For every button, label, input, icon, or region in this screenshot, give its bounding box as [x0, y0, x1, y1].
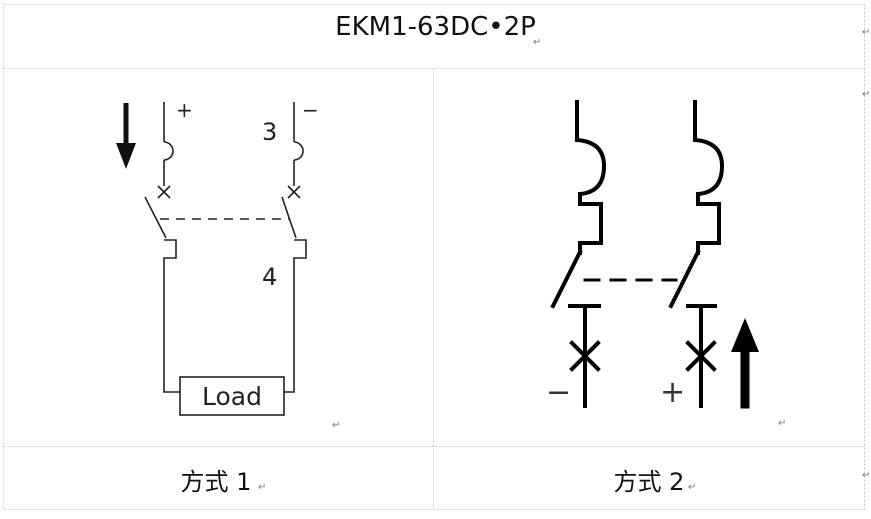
current-direction-arrow-up — [731, 318, 759, 409]
paragraph-marks: ↵ ↵ ↵ ↵ ↵ ↵ ↵ ↵ — [258, 27, 870, 493]
plus-label-1: + — [176, 98, 193, 122]
caption-method-2: 方式 2 — [613, 468, 685, 496]
switch-blade-left-2 — [550, 249, 583, 309]
load-label: Load — [202, 382, 262, 411]
paragraph-mark: ↵ — [862, 27, 870, 38]
terminal-label-bottom: 4 — [262, 263, 277, 291]
paragraph-mark: ↵ — [332, 420, 340, 431]
caption-method-1: 方式 1 — [180, 468, 252, 496]
paragraph-mark: ↵ — [778, 418, 786, 429]
method2-diagram — [550, 100, 759, 409]
paragraph-mark: ↵ — [862, 89, 870, 100]
switch-blade-right-2 — [668, 249, 701, 309]
left-pole — [144, 102, 180, 393]
paragraph-mark: ↵ — [533, 37, 541, 48]
right-pole-2 — [668, 100, 725, 408]
paragraph-mark: ↵ — [862, 470, 870, 481]
paragraph-mark: ↵ — [688, 482, 696, 493]
switch-blade-right — [281, 196, 297, 239]
method1-diagram — [116, 102, 307, 416]
switch-blade-left — [144, 196, 167, 239]
current-direction-arrow-down — [116, 103, 136, 169]
terminal-label-top: 3 — [262, 118, 277, 146]
right-pole — [281, 102, 307, 393]
minus-label-2: − — [546, 375, 571, 410]
left-pole-2 — [550, 100, 607, 408]
table-grid — [3, 4, 865, 510]
paragraph-mark: ↵ — [258, 482, 266, 493]
load-box — [179, 376, 285, 416]
diagram-title: EKM1-63DC•2P — [335, 12, 536, 42]
minus-label-1: − — [302, 98, 319, 122]
plus-label-2: + — [660, 375, 685, 410]
